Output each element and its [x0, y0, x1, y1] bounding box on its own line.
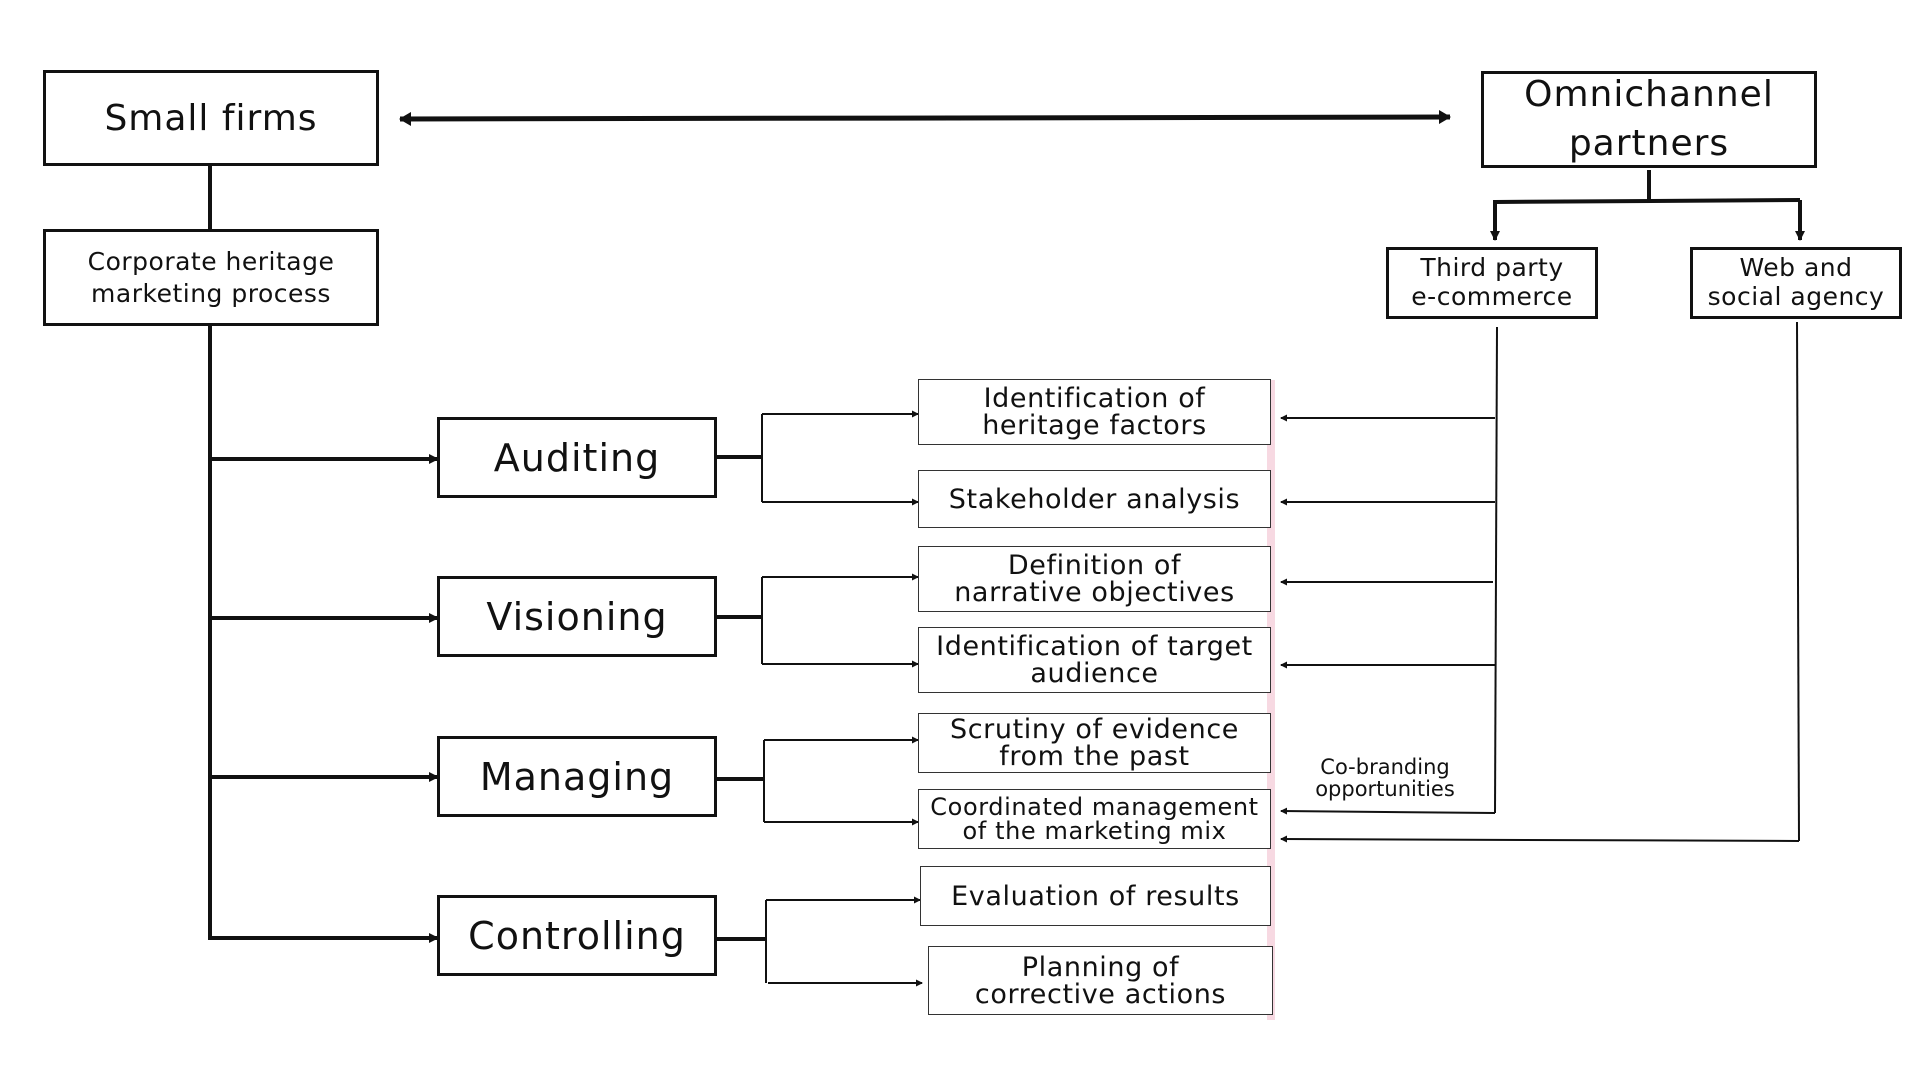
managing-box: Managing [437, 736, 717, 817]
coordinated-management-box: Coordinated management of the marketing … [918, 789, 1271, 849]
definition-narrative-box: Definition of narrative objectives [918, 546, 1271, 612]
scrutiny-evidence-box: Scrutiny of evidence from the past [918, 713, 1271, 773]
identification-target-box: Identification of target audience [918, 627, 1271, 693]
auditing-label: Auditing [493, 435, 661, 480]
auditing-branch [717, 410, 919, 506]
highlight-strip [1267, 380, 1275, 1020]
omnichannel-partners-box: Omnichannel partners [1481, 71, 1817, 168]
omnichannel-partners-label: Omnichannel partners [1524, 73, 1774, 164]
cobranding-annotation: Co-branding opportunities [1305, 756, 1465, 800]
third-party-connectors [1280, 326, 1498, 815]
identification-target-label: Identification of target audience [936, 631, 1253, 689]
evaluation-results-box: Evaluation of results [920, 866, 1271, 926]
partners-split [1490, 170, 1805, 241]
controlling-branch [717, 896, 923, 987]
identification-heritage-box: Identification of heritage factors [918, 379, 1271, 445]
corporate-heritage-process-box: Corporate heritage marketing process [43, 229, 379, 326]
identification-heritage-label: Identification of heritage factors [982, 383, 1207, 441]
managing-label: Managing [479, 754, 675, 799]
planning-corrective-box: Planning of corrective actions [928, 946, 1273, 1015]
planning-corrective-label: Planning of corrective actions [974, 951, 1227, 1010]
scrutiny-evidence-label: Scrutiny of evidence from the past [950, 714, 1239, 772]
web-agency-connectors [1280, 321, 1800, 843]
evaluation-results-label: Evaluation of results [951, 880, 1240, 912]
small-firms-box: Small firms [43, 70, 379, 166]
web-social-agency-box: Web and social agency [1690, 247, 1902, 319]
corporate-heritage-process-label: Corporate heritage marketing process [87, 246, 335, 308]
coordinated-management-label: Coordinated management of the marketing … [930, 793, 1259, 845]
visioning-branch [717, 573, 919, 668]
auditing-box: Auditing [437, 417, 717, 498]
double-arrow-connector [399, 110, 1451, 126]
third-party-ecommerce-label: Third party e-commerce [1411, 253, 1573, 311]
cobranding-label: Co-branding opportunities [1315, 755, 1455, 802]
managing-branch [717, 736, 919, 826]
stakeholder-analysis-label: Stakeholder analysis [948, 483, 1241, 515]
stakeholder-analysis-box: Stakeholder analysis [918, 470, 1271, 528]
controlling-box: Controlling [437, 895, 717, 976]
small-firms-label: Small firms [104, 97, 318, 139]
web-social-agency-label: Web and social agency [1707, 253, 1885, 311]
third-party-ecommerce-box: Third party e-commerce [1386, 247, 1598, 319]
definition-narrative-label: Definition of narrative objectives [954, 550, 1235, 608]
visioning-label: Visioning [486, 594, 668, 639]
controlling-label: Controlling [468, 913, 686, 958]
visioning-box: Visioning [437, 576, 717, 657]
